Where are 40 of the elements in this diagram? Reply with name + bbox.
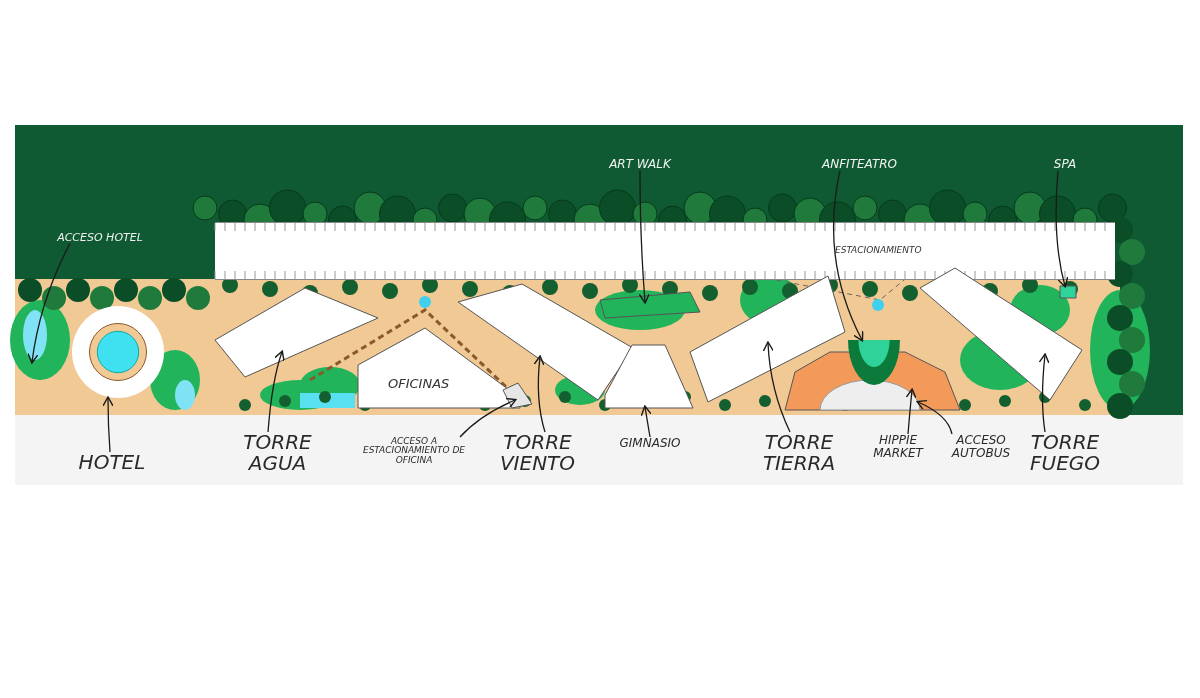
hotel-pool-building <box>72 306 164 398</box>
tower-building <box>458 284 633 400</box>
leader-arrow <box>762 341 791 433</box>
spa-pool <box>1060 286 1076 298</box>
leader-arrow <box>905 388 917 435</box>
callout-label: TORRE FUEGO <box>1025 432 1105 474</box>
callout-label: ART WALK <box>600 158 680 171</box>
leader-arrow <box>533 355 546 433</box>
callout-label: ACCESO A ESTACIONAMIENTO DE OFICINA <box>360 437 468 466</box>
leader-arrow <box>459 398 517 438</box>
callout-label: HIPPIE MARKET <box>865 434 931 460</box>
leader-arrow <box>1038 353 1050 433</box>
building-label: OFICINAS <box>388 376 450 391</box>
tower-building <box>920 268 1082 400</box>
callout-label: ANFITEATRO <box>812 158 907 171</box>
bus-drop-off <box>820 380 920 410</box>
leader-arrow <box>916 400 953 435</box>
leader-arrow <box>102 396 114 453</box>
gym-building <box>605 345 693 408</box>
callout-label: TORRE TIERRA <box>750 432 848 474</box>
access-ramp <box>503 383 532 408</box>
callout-label: HOTEL <box>72 452 152 473</box>
leader-arrow <box>1055 169 1069 288</box>
leader-arrow <box>267 350 285 433</box>
callout-label: ACCESO HOTEL <box>45 232 155 244</box>
area-label: ESTACIONAMIENTO <box>835 245 922 255</box>
callout-label: GIMNASIO <box>610 437 690 450</box>
leader-arrow <box>27 242 71 364</box>
callout-label: TORRE VIENTO <box>490 432 585 474</box>
leader-arrow <box>832 169 864 342</box>
callout-label: TORRE AGUA <box>235 432 320 474</box>
office-building <box>358 328 520 408</box>
tower-building <box>690 276 845 402</box>
tower-building <box>215 288 378 377</box>
market-plaza <box>785 352 960 410</box>
leader-arrow <box>638 169 651 304</box>
garden-walk <box>600 292 700 318</box>
leader-arrow <box>640 405 652 438</box>
callout-label: SPA <box>1045 158 1085 171</box>
callout-label: ACCESO AUTOBUS <box>945 434 1017 460</box>
